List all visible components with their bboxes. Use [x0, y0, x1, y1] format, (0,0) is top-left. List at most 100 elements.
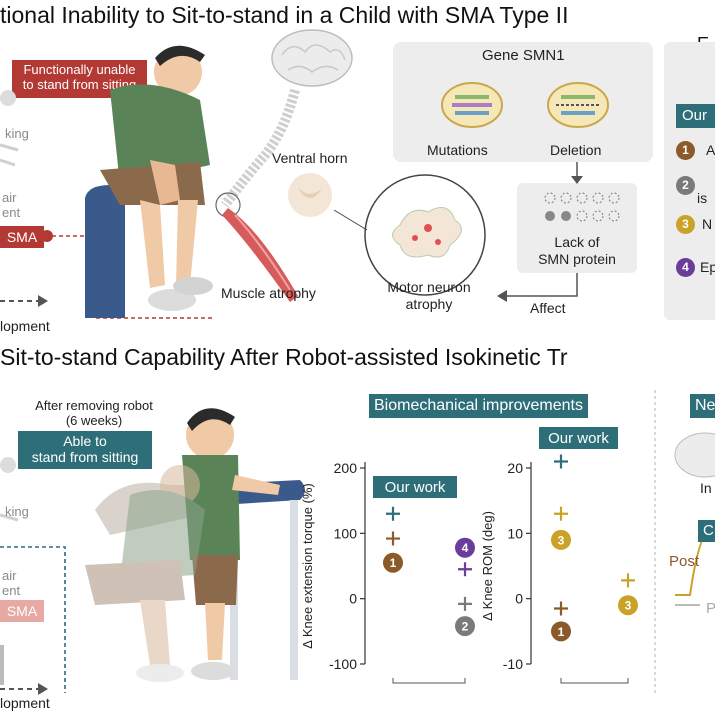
x-category-label: SMA III: [602, 689, 654, 690]
data-point-circle: [455, 616, 475, 637]
right-item-1-text: A: [706, 142, 715, 158]
sma-tag: SMA: [0, 226, 44, 248]
data-point-label: 1: [390, 556, 397, 570]
motor-neuron-line-2: atrophy: [405, 296, 453, 312]
data-point-circle: [551, 621, 571, 642]
data-point-label: 4: [462, 541, 469, 555]
chair-label-fragment: air: [2, 190, 17, 205]
faded-sitting-figure: [85, 465, 205, 682]
affect-label: Affect: [530, 300, 566, 316]
p-fragment: P: [706, 600, 715, 617]
x-category-label: SMA III: [439, 689, 491, 690]
muscle-atrophy-label: Muscle atrophy: [221, 285, 316, 301]
dna-deletion: [547, 82, 609, 128]
gene-box: [393, 42, 653, 162]
smn-box: [517, 183, 637, 273]
mutations-label: Mutations: [427, 142, 488, 158]
development-label-fragment: lopment: [0, 318, 50, 334]
right-item-1-badge: 1: [676, 141, 695, 160]
top-title: tional Inability to Sit-to-stand in a Ch…: [0, 2, 569, 28]
gene-title: Gene SMN1: [482, 47, 565, 64]
unable-line-2: to stand from sitting: [22, 77, 137, 92]
y-tick-label: -100: [329, 656, 357, 672]
data-point-circle: [551, 529, 571, 550]
our-work-label: Our work: [385, 479, 446, 496]
y-tick-label: 20: [507, 460, 523, 476]
after-removing-label: After removing robot (6 weeks): [14, 398, 174, 428]
able-line-1: Able to: [63, 433, 107, 449]
x-category-label: SMA II: [537, 689, 584, 690]
lack-of-smn-label: Lack of SMN protein: [522, 234, 632, 268]
right-item-4-text: Ep: [700, 259, 715, 275]
y-tick-label: -10: [503, 656, 523, 672]
knee-rom-chart: Δ Knee ROM (deg) -10 0 10 20SMA II SMA III Our…: [480, 427, 654, 690]
after-removing-line-1: After removing robot: [35, 398, 153, 413]
y-tick-label: 200: [334, 460, 358, 476]
y-tick-label: 10: [507, 525, 523, 541]
bottom-title: Sit-to-stand Capability After Robot-assi…: [0, 344, 568, 370]
right-item-2-badge: 2: [676, 176, 695, 195]
data-point-circle: [383, 552, 403, 573]
data-point-plus: [554, 454, 568, 469]
right-panel-header: Our: [682, 107, 708, 124]
data-point-plus: [386, 531, 400, 546]
motor-neuron-line-1: Motor neuron: [387, 279, 471, 295]
bottom-ent-fragment: ent: [2, 583, 21, 598]
y-axis-label: Δ Knee extension torque (%): [300, 483, 315, 649]
red-dot: [41, 230, 53, 242]
red-dashed-line: [52, 235, 212, 319]
our-work-label: Our work: [548, 430, 609, 447]
data-point-circle: [455, 537, 475, 558]
ventral-horn-label: Ventral horn: [272, 150, 348, 166]
y-tick-label: 100: [334, 525, 358, 541]
our-work-box: [373, 476, 457, 498]
lack-line-2: SMN protein: [538, 251, 616, 267]
biomech-header: Biomechanical improvements: [369, 394, 588, 418]
ne-header-fragment: Ne: [690, 394, 715, 418]
unable-line-1: Functionally unable: [23, 62, 136, 77]
bottom-sma-tag: SMA: [0, 600, 44, 622]
our-work-box: [539, 427, 618, 449]
neuron-cell: [392, 207, 462, 258]
knee-torque-chart: Δ Knee extension torque (%) -100 0 100 200SM…: [300, 460, 491, 690]
data-point-plus: [458, 596, 472, 611]
data-point-circle: [618, 595, 638, 616]
teal-dashed-line: [0, 546, 66, 693]
deletion-label: Deletion: [550, 142, 602, 158]
data-point-label: 3: [625, 599, 632, 613]
category-bracket: [392, 678, 466, 684]
data-point-plus: [386, 506, 400, 521]
after-removing-line-2: (6 weeks): [65, 413, 123, 428]
motor-neuron-label: Motor neuron atrophy: [373, 279, 485, 313]
data-point-plus: [621, 573, 635, 588]
bottom-walking-fragment: king: [5, 504, 29, 519]
faded-figure-left: [0, 90, 19, 167]
bottom-chair-fragment: air: [2, 568, 17, 583]
x-category-label: SMA II: [369, 689, 416, 690]
category-bracket: [560, 678, 629, 684]
c-header-fragment: C: [698, 520, 715, 542]
y-tick-label: 0: [349, 591, 357, 607]
data-point-label: 2: [462, 620, 469, 634]
right-item-3-badge: 3: [676, 215, 695, 234]
ent-label-fragment: ent: [2, 205, 21, 220]
y-axis-label: Δ Knee ROM (deg): [480, 511, 495, 621]
data-point-label: 3: [558, 533, 565, 547]
y-tick-label: 0: [515, 591, 523, 607]
dna-mutations: [441, 82, 503, 128]
bottom-illustration: [0, 390, 715, 695]
walking-label-fragment: king: [5, 126, 29, 141]
data-point-label: 1: [558, 625, 565, 639]
lack-line-1: Lack of: [554, 234, 600, 250]
right-item-2-text: is: [697, 190, 708, 206]
child-figure-top: [100, 45, 213, 311]
spine-illustration: [220, 88, 300, 208]
data-point-plus: [554, 601, 568, 616]
chair: [85, 185, 125, 318]
data-point-plus: [554, 506, 568, 521]
able-to-stand-tag: Able to stand from sitting: [18, 431, 152, 469]
data-point-plus: [458, 562, 472, 577]
able-line-2: stand from sitting: [31, 449, 139, 465]
top-illustration: [0, 29, 715, 320]
in-fragment: In: [700, 480, 712, 496]
